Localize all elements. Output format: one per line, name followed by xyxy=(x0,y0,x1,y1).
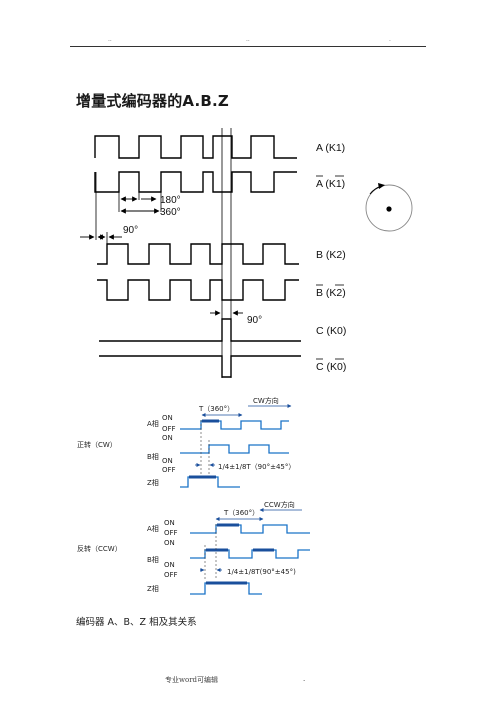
header-rule xyxy=(70,46,426,47)
cw-side-label: 正转（CW） xyxy=(77,440,117,449)
header-dot-1: .. xyxy=(108,36,112,43)
ccw-side-label: 反转（CCW） xyxy=(77,544,122,553)
cw-chart: 正转（CW） T（360°） CW方向 A相 ON OFF ON B相 ON O… xyxy=(77,396,295,488)
cw-on2: ON xyxy=(162,434,173,442)
cw-b-name: B相 xyxy=(147,452,159,461)
label-90-deg-left: 90° xyxy=(123,225,138,236)
signal-label-b: B (K2) xyxy=(316,249,346,261)
cw-b-on: ON xyxy=(162,457,173,465)
cw-a-wave xyxy=(180,420,289,430)
ccw-on2: ON xyxy=(164,539,175,547)
header-dot-2: .. xyxy=(246,36,250,43)
cw-b-off: OFF xyxy=(162,466,176,474)
header-dot-3: . xyxy=(389,36,391,43)
ccw-a-off: OFF xyxy=(164,529,178,537)
ccw-b-off: OFF xyxy=(164,571,178,579)
signal-label-a-bar: A (K1) xyxy=(316,178,345,190)
ccw-b-name: B相 xyxy=(147,555,159,564)
waveform-a-bar xyxy=(94,171,297,193)
waveform-b xyxy=(97,243,299,265)
ccw-b-wave xyxy=(190,549,310,559)
ccw-a-name: A相 xyxy=(147,524,159,533)
cw-z-name: Z相 xyxy=(147,478,159,487)
cw-a-off: OFF xyxy=(162,425,176,433)
footer-dot: . xyxy=(303,675,306,683)
label-360-deg: 360° xyxy=(160,207,181,218)
ccw-period-label: T（360°） xyxy=(223,509,259,517)
ccw-b-on: ON xyxy=(164,561,175,569)
signal-label-c: C (K0) xyxy=(316,325,346,337)
waveform-c-bar xyxy=(99,355,301,378)
ccw-a-on: ON xyxy=(164,519,175,527)
label-90-deg-right: 90° xyxy=(247,315,262,326)
rotation-circle-icon xyxy=(365,183,413,232)
cw-period-label: T（360°） xyxy=(198,405,234,413)
ccw-phase-label: 1/4±1/8T(90°±45°) xyxy=(227,568,296,576)
waveform-c xyxy=(99,318,301,342)
figure-caption: 编码器 A、B、Z 相及其关系 xyxy=(76,617,197,628)
label-180-deg: 180° xyxy=(160,195,181,206)
signal-label-c-bar: C (K0) xyxy=(316,361,346,373)
ccw-z-wave xyxy=(190,582,262,595)
cw-phase-label: 1/4±1/8T（90°±45°） xyxy=(218,463,295,471)
ccw-chart: 反转（CCW） T（360°） CCW方向 A相 ON OFF ON B相 ON… xyxy=(77,500,310,595)
signal-label-a: A (K1) xyxy=(316,142,345,154)
waveform-a xyxy=(94,135,297,159)
footer-text: 专业word可编辑 xyxy=(165,676,219,684)
signal-label-b-bar: B (K2) xyxy=(316,287,346,299)
ccw-z-name: Z相 xyxy=(147,584,159,593)
cw-b-wave xyxy=(180,444,289,454)
ccw-a-wave xyxy=(190,524,310,534)
cw-a-name: A相 xyxy=(147,419,159,428)
waveform-b-bar xyxy=(97,279,299,301)
page-title: 增量式编码器的A.B.Z xyxy=(76,92,229,110)
cw-direction-label: CW方向 xyxy=(253,396,279,405)
cw-a-on: ON xyxy=(162,414,173,422)
ccw-direction-label: CCW方向 xyxy=(264,500,295,509)
